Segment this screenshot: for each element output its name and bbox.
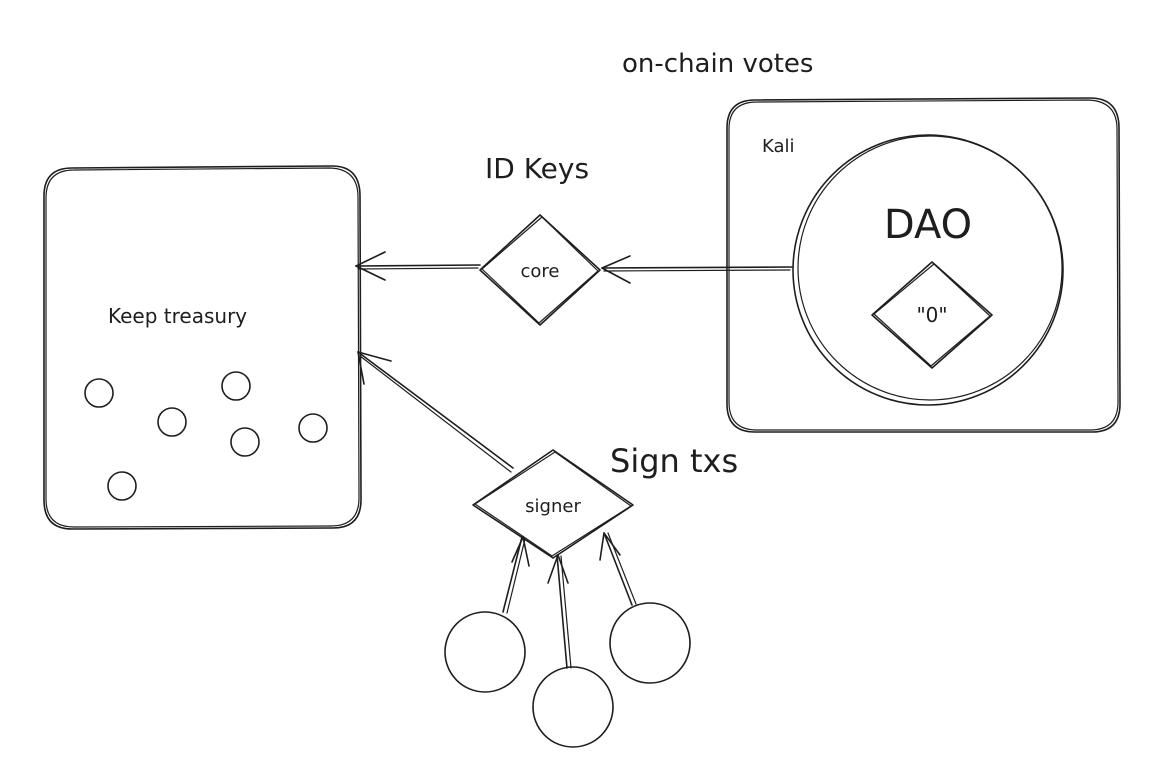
zero-key-node[interactable]: "0" [871, 261, 993, 369]
dao-label: DAO [884, 202, 972, 248]
signer-label: signer [525, 496, 581, 517]
arrow-signer-to-treasury [357, 351, 514, 473]
arrow-core-to-treasury [355, 251, 481, 281]
signer-key-circle [609, 602, 691, 684]
dao-node[interactable]: DAO [792, 134, 1064, 406]
zero-key-label: "0" [916, 303, 947, 327]
keep-treasury-label: Keep treasury [108, 304, 247, 328]
coin [221, 371, 251, 401]
id-keys-label: ID Keys [485, 152, 589, 185]
coin [230, 427, 260, 457]
coin [84, 378, 114, 408]
treasury-coins [84, 371, 328, 501]
core-node[interactable]: core [479, 214, 601, 326]
keep-treasury-node[interactable]: Keep treasury [43, 165, 362, 530]
coin [107, 471, 137, 501]
signer-node[interactable]: signer [472, 449, 634, 559]
arrows-keys-to-signer [502, 532, 637, 669]
kali-node[interactable]: Kali [726, 97, 1121, 433]
signer-key-circle [444, 611, 526, 693]
signer-key-circle [532, 666, 614, 748]
arrow-dao-to-core [601, 255, 793, 284]
signer-key-circles [444, 602, 691, 748]
on-chain-votes-label: on-chain votes [622, 49, 813, 79]
coin [157, 407, 187, 437]
kali-label: Kali [762, 136, 795, 157]
sign-txs-label: Sign txs [610, 442, 738, 480]
core-label: core [521, 261, 560, 282]
coin [298, 413, 328, 443]
